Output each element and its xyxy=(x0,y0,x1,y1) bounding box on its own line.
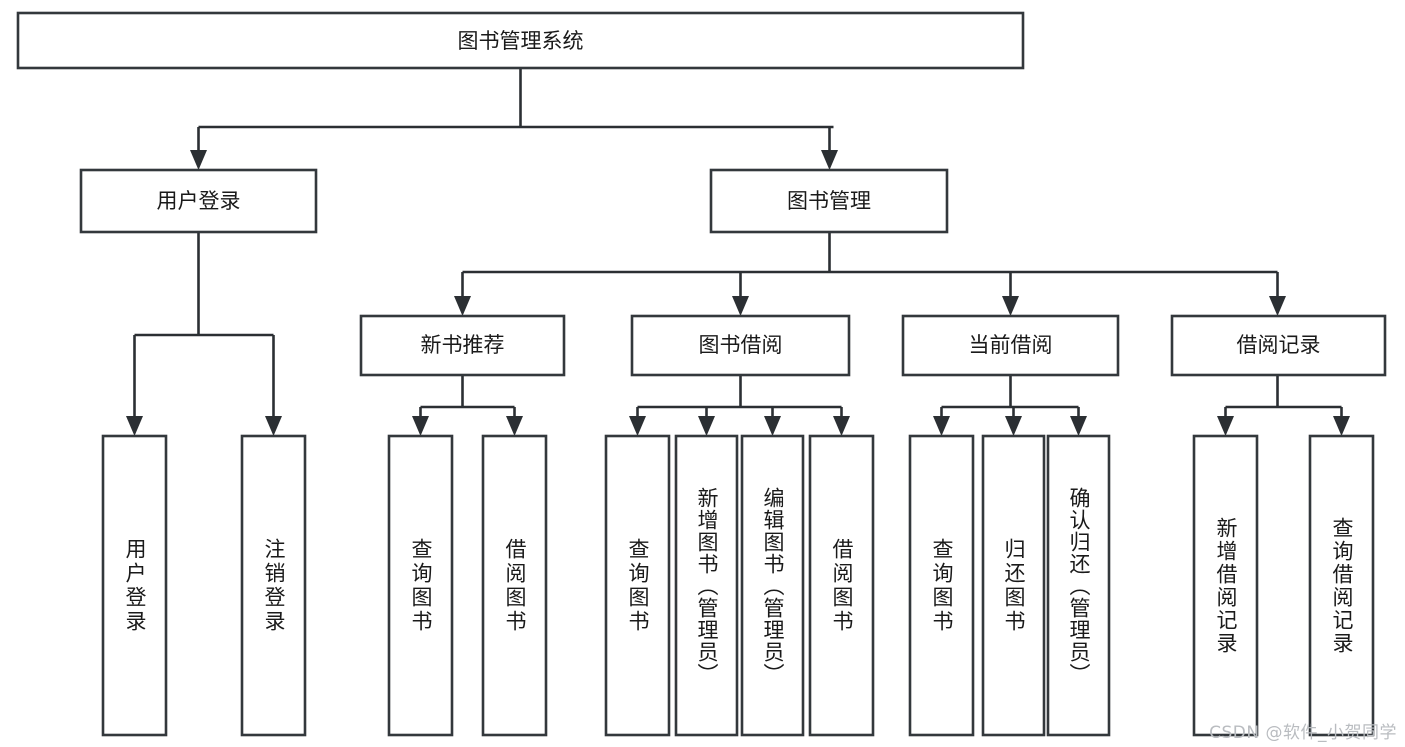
node-borrow-record[interactable] xyxy=(1170,314,1387,377)
node-leaf-record-query-record[interactable] xyxy=(1308,434,1375,737)
node-leaf-current-confirm-return[interactable] xyxy=(1046,434,1111,737)
node-leaf-current-return-book[interactable] xyxy=(981,434,1046,737)
node-leaf-borrow-query-book[interactable] xyxy=(604,434,671,737)
arrow-to-new-book xyxy=(454,296,471,316)
arrow-borrow-record-leaf-1 xyxy=(1217,416,1234,436)
arrow-current-borrow-leaf-3 xyxy=(1070,416,1087,436)
arrow-borrow-record-leaf-2 xyxy=(1333,416,1350,436)
arrow-current-borrow-leaf-1 xyxy=(933,416,950,436)
node-borrow-record-label: 借阅记录 xyxy=(1237,333,1321,357)
node-user-login[interactable] xyxy=(79,168,318,234)
node-leaf-user-login-login[interactable] xyxy=(101,434,168,737)
arrow-book-borrow-leaf-3 xyxy=(764,416,781,436)
node-leaf-borrow-add-book[interactable] xyxy=(674,434,739,737)
node-leaf-recommend-borrow-book[interactable] xyxy=(481,434,548,737)
arrow-to-book-borrow xyxy=(732,296,749,316)
arrow-to-book-manage xyxy=(821,150,838,170)
node-leaf-record-add-record[interactable] xyxy=(1192,434,1259,737)
node-book-borrow[interactable] xyxy=(630,314,851,377)
node-current-borrow[interactable] xyxy=(901,314,1120,377)
arrow-book-borrow-leaf-4 xyxy=(833,416,850,436)
arrow-user-login-leaf-2 xyxy=(265,416,282,436)
node-user-login-label: 用户登录 xyxy=(157,189,241,213)
node-leaf-user-login-logout[interactable] xyxy=(240,434,307,737)
node-leaf-borrow-edit-book[interactable] xyxy=(740,434,805,737)
node-new-book-recommend-label: 新书推荐 xyxy=(421,333,505,357)
arrow-user-login-leaf-1 xyxy=(126,416,143,436)
arrow-book-borrow-leaf-1 xyxy=(629,416,646,436)
node-group: 图书管理系统 用户登录 图书管理 新书推荐 图书借阅 当前借阅 借阅记录 xyxy=(16,11,1387,737)
arrow-to-user-login xyxy=(190,150,207,170)
node-root-book-system[interactable] xyxy=(16,11,1025,70)
arrow-to-borrow-record xyxy=(1269,296,1286,316)
node-book-borrow-label: 图书借阅 xyxy=(699,333,783,357)
arrow-new-book-leaf-2 xyxy=(506,416,523,436)
arrow-new-book-leaf-1 xyxy=(412,416,429,436)
arrow-to-current-borrow xyxy=(1002,296,1019,316)
arrow-current-borrow-leaf-2 xyxy=(1005,416,1022,436)
connector-group xyxy=(126,68,1350,436)
node-book-manage[interactable] xyxy=(709,168,949,234)
node-book-manage-label: 图书管理 xyxy=(787,189,871,213)
node-leaf-current-query-book[interactable] xyxy=(908,434,975,737)
node-root-label: 图书管理系统 xyxy=(458,29,584,53)
node-leaf-borrow-borrow-book[interactable] xyxy=(808,434,875,737)
node-leaf-recommend-query-book[interactable] xyxy=(387,434,454,737)
csdn-watermark: CSDN @软件_小贺同学 xyxy=(1209,723,1397,743)
arrow-book-borrow-leaf-2 xyxy=(698,416,715,436)
node-current-borrow-label: 当前借阅 xyxy=(969,333,1053,357)
node-new-book-recommend[interactable] xyxy=(359,314,566,377)
